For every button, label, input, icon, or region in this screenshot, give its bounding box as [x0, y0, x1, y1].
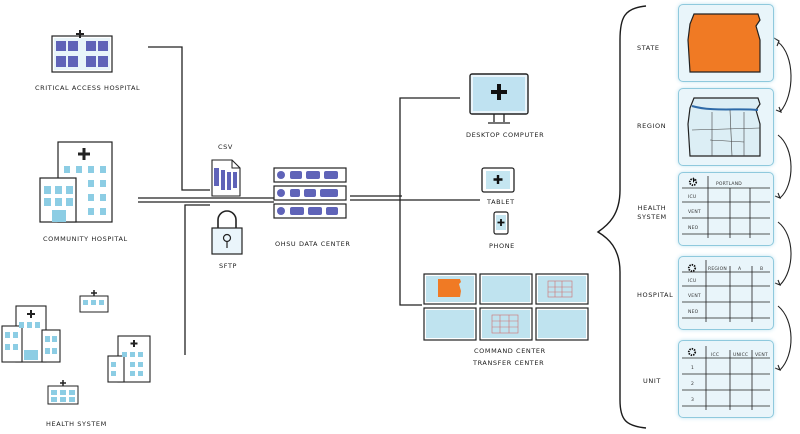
command-center-label: COMMAND CENTER — [474, 347, 546, 355]
unit-col-header-2: UNICC — [733, 352, 748, 358]
phone-label: PHONE — [489, 242, 515, 250]
hospital-row-1: ICU — [688, 278, 696, 284]
health-system-row-2: VENT — [688, 209, 701, 215]
community-hospital-label: COMMUNITY HOSPITAL — [43, 235, 128, 243]
data-center-label: OHSU DATA CENTER — [275, 240, 351, 248]
unit-row-2: 2 — [691, 381, 694, 387]
level-health-system-label: HEALTH SYSTEM — [637, 204, 667, 221]
hospital-col-header-2: A — [738, 266, 742, 272]
hospital-row-2: VENT — [688, 293, 701, 299]
unit-row-3: 3 — [691, 397, 694, 403]
health-system-col-header: PORTLAND — [716, 181, 742, 187]
unit-row-1: 1 — [691, 365, 694, 371]
critical-access-hospital-label: CRITICAL ACCESS HOSPITAL — [35, 84, 141, 92]
tablet-label: TABLET — [487, 198, 515, 206]
level-state-label: STATE — [637, 44, 660, 52]
level-unit-label: UNIT — [643, 377, 661, 385]
transfer-center-label: TRANSFER CENTER — [473, 359, 545, 367]
csv-label: CSV — [218, 143, 233, 151]
level-region-label: REGION — [637, 122, 667, 130]
health-system-label: HEALTH SYSTEM — [46, 420, 107, 428]
unit-col-header-1: ICC — [711, 352, 719, 358]
hierarchy-brace — [596, 5, 647, 429]
health-system-row-1: ICU — [688, 194, 696, 200]
hospital-col-header-3: B — [760, 266, 763, 272]
desktop-computer-label: DESKTOP COMPUTER — [466, 131, 545, 139]
unit-table-tile — [678, 340, 774, 418]
unit-col-header-3: VENT — [755, 352, 768, 358]
hospital-col-header-1: REGION — [708, 266, 727, 272]
health-system-row-3: NEO — [688, 225, 699, 231]
hospital-row-3: NEO — [688, 309, 699, 315]
sftp-label: SFTP — [219, 262, 238, 270]
level-hospital-label: HOSPITAL — [637, 291, 674, 299]
